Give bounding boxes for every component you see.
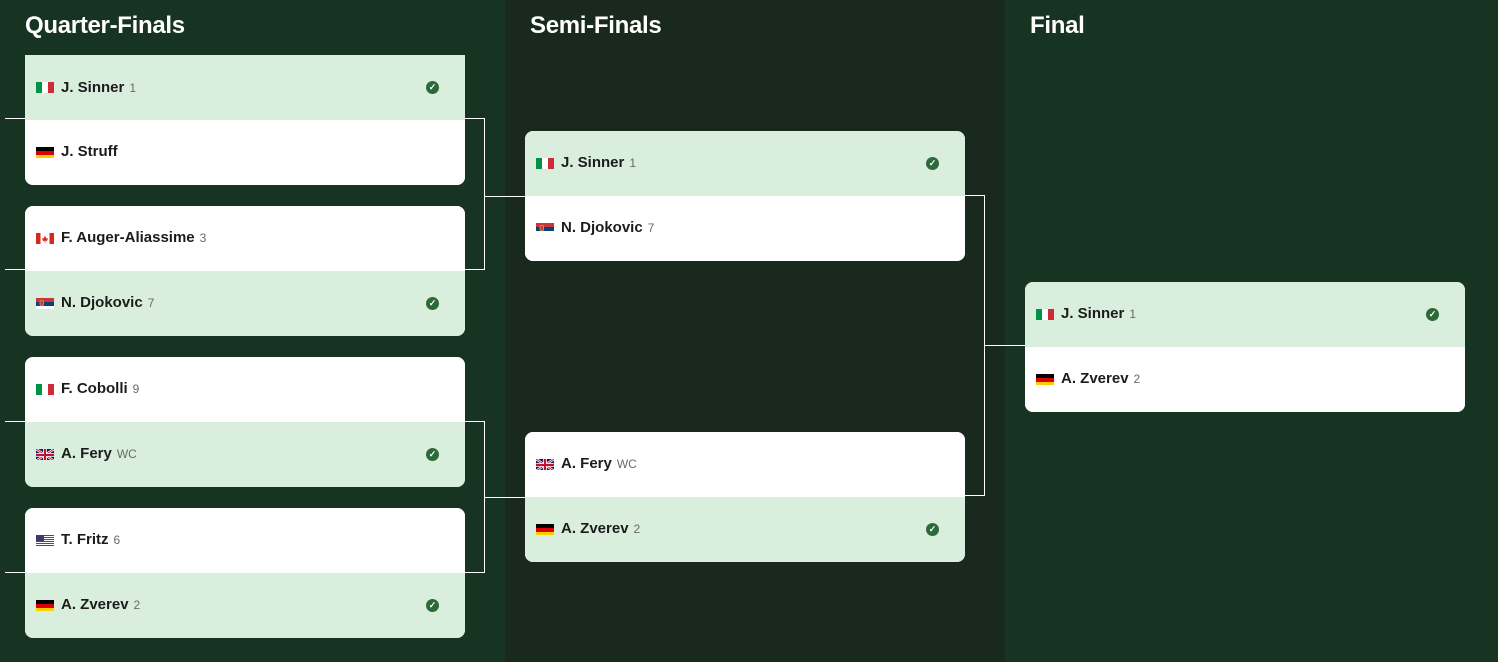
connector-line	[965, 195, 985, 496]
player-seed: 9	[132, 382, 140, 396]
serbia-flag-icon	[536, 222, 554, 234]
round-title-final: Final	[1030, 12, 1085, 39]
check-circle-icon: ✓	[426, 448, 439, 461]
check-circle-icon: ✓	[926, 523, 939, 536]
player-seed: 2	[1133, 372, 1141, 386]
player-seed: WC	[116, 447, 137, 461]
player-seed: WC	[616, 457, 637, 471]
usa-flag-icon	[36, 534, 54, 546]
player-seed: 1	[129, 81, 137, 95]
germany-flag-icon	[1036, 373, 1054, 385]
player-name: J. Struff	[61, 143, 118, 160]
germany-flag-icon	[536, 523, 554, 535]
canada-flag-icon	[36, 232, 54, 244]
great-britain-flag-icon	[536, 458, 554, 470]
italy-flag-icon	[1036, 308, 1054, 320]
player-seed: 1	[629, 156, 637, 170]
check-circle-icon: ✓	[426, 81, 439, 94]
germany-flag-icon	[36, 599, 54, 611]
round-title-quarter-finals: Quarter-Finals	[25, 12, 185, 39]
germany-flag-icon	[36, 146, 54, 158]
player-seed: 2	[633, 522, 641, 536]
player-row[interactable]: J. Struff	[25, 120, 465, 185]
italy-flag-icon	[536, 157, 554, 169]
player-seed: 7	[147, 296, 155, 310]
serbia-flag-icon	[36, 297, 54, 309]
check-circle-icon: ✓	[1426, 308, 1439, 321]
player-seed: 1	[1129, 307, 1137, 321]
check-circle-icon: ✓	[426, 599, 439, 612]
italy-flag-icon	[36, 81, 54, 93]
check-circle-icon: ✓	[426, 297, 439, 310]
player-seed: 6	[113, 533, 121, 547]
italy-flag-icon	[36, 383, 54, 395]
round-title-semi-finals: Semi-Finals	[530, 12, 662, 39]
player-seed: 2	[133, 598, 141, 612]
player-seed: 3	[199, 231, 207, 245]
great-britain-flag-icon	[36, 448, 54, 460]
player-seed: 7	[647, 221, 655, 235]
check-circle-icon: ✓	[926, 157, 939, 170]
